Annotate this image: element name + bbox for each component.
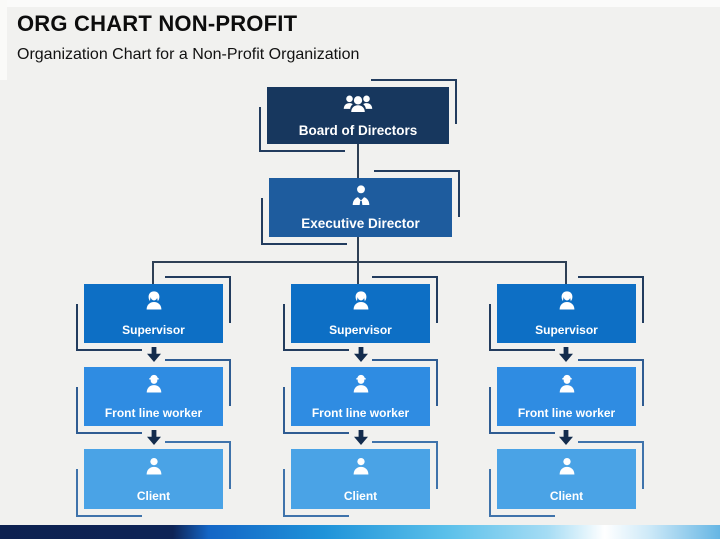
client-icon	[497, 454, 636, 479]
connector-exec-to-bus	[357, 237, 359, 262]
slide-left-margin	[0, 0, 7, 80]
supervisor-icon	[497, 289, 636, 314]
client-icon	[291, 454, 430, 479]
worker-icon	[291, 372, 430, 397]
org-box-supervisor-1: Supervisor	[76, 276, 231, 351]
down-arrow-icon	[559, 347, 573, 362]
connector-drop-col1	[152, 261, 154, 284]
org-box-label: Client	[343, 489, 378, 503]
team-icon	[267, 92, 449, 118]
org-box-front-line-worker-2: Front line worker	[283, 359, 438, 434]
supervisor-icon	[84, 289, 223, 314]
org-box-label: Board of Directors	[298, 122, 418, 138]
org-box-supervisor-2: Supervisor	[283, 276, 438, 351]
client-icon	[84, 454, 223, 479]
org-box-supervisor-3: Supervisor	[489, 276, 644, 351]
supervisor-icon	[291, 289, 430, 314]
org-box-front-line-worker-3: Front line worker	[489, 359, 644, 434]
worker-icon	[497, 372, 636, 397]
connector-board-to-exec	[357, 144, 359, 178]
org-box-label: Supervisor	[122, 323, 185, 337]
connector-horizontal-bus	[152, 261, 567, 263]
bottom-accent-bar	[0, 525, 720, 539]
down-arrow-icon	[147, 347, 161, 362]
worker-icon	[84, 372, 223, 397]
down-arrow-icon	[559, 430, 573, 445]
down-arrow-icon	[147, 430, 161, 445]
org-box-label: Executive Director	[301, 215, 420, 231]
org-box-executive-director: Executive Director	[261, 170, 460, 245]
org-box-client-2: Client	[283, 441, 438, 517]
connector-drop-col3	[565, 261, 567, 284]
org-box-client-1: Client	[76, 441, 231, 517]
org-box-label: Front line worker	[311, 406, 410, 420]
org-box-client-3: Client	[489, 441, 644, 517]
org-box-label: Front line worker	[517, 406, 616, 420]
page-title: ORG CHART NON-PROFIT	[17, 11, 298, 36]
org-box-label: Supervisor	[329, 323, 392, 337]
down-arrow-icon	[354, 430, 368, 445]
org-box-board-of-directors: Board of Directors	[259, 79, 457, 152]
slide-top-margin	[0, 0, 720, 7]
org-box-label: Supervisor	[535, 323, 598, 337]
org-box-label: Client	[549, 489, 584, 503]
page-subtitle: Organization Chart for a Non-Profit Orga…	[17, 46, 360, 63]
connector-drop-col2	[357, 261, 359, 284]
org-box-front-line-worker-1: Front line worker	[76, 359, 231, 434]
executive-icon	[269, 183, 452, 210]
org-box-label: Client	[136, 489, 171, 503]
org-box-label: Front line worker	[104, 406, 203, 420]
down-arrow-icon	[354, 347, 368, 362]
